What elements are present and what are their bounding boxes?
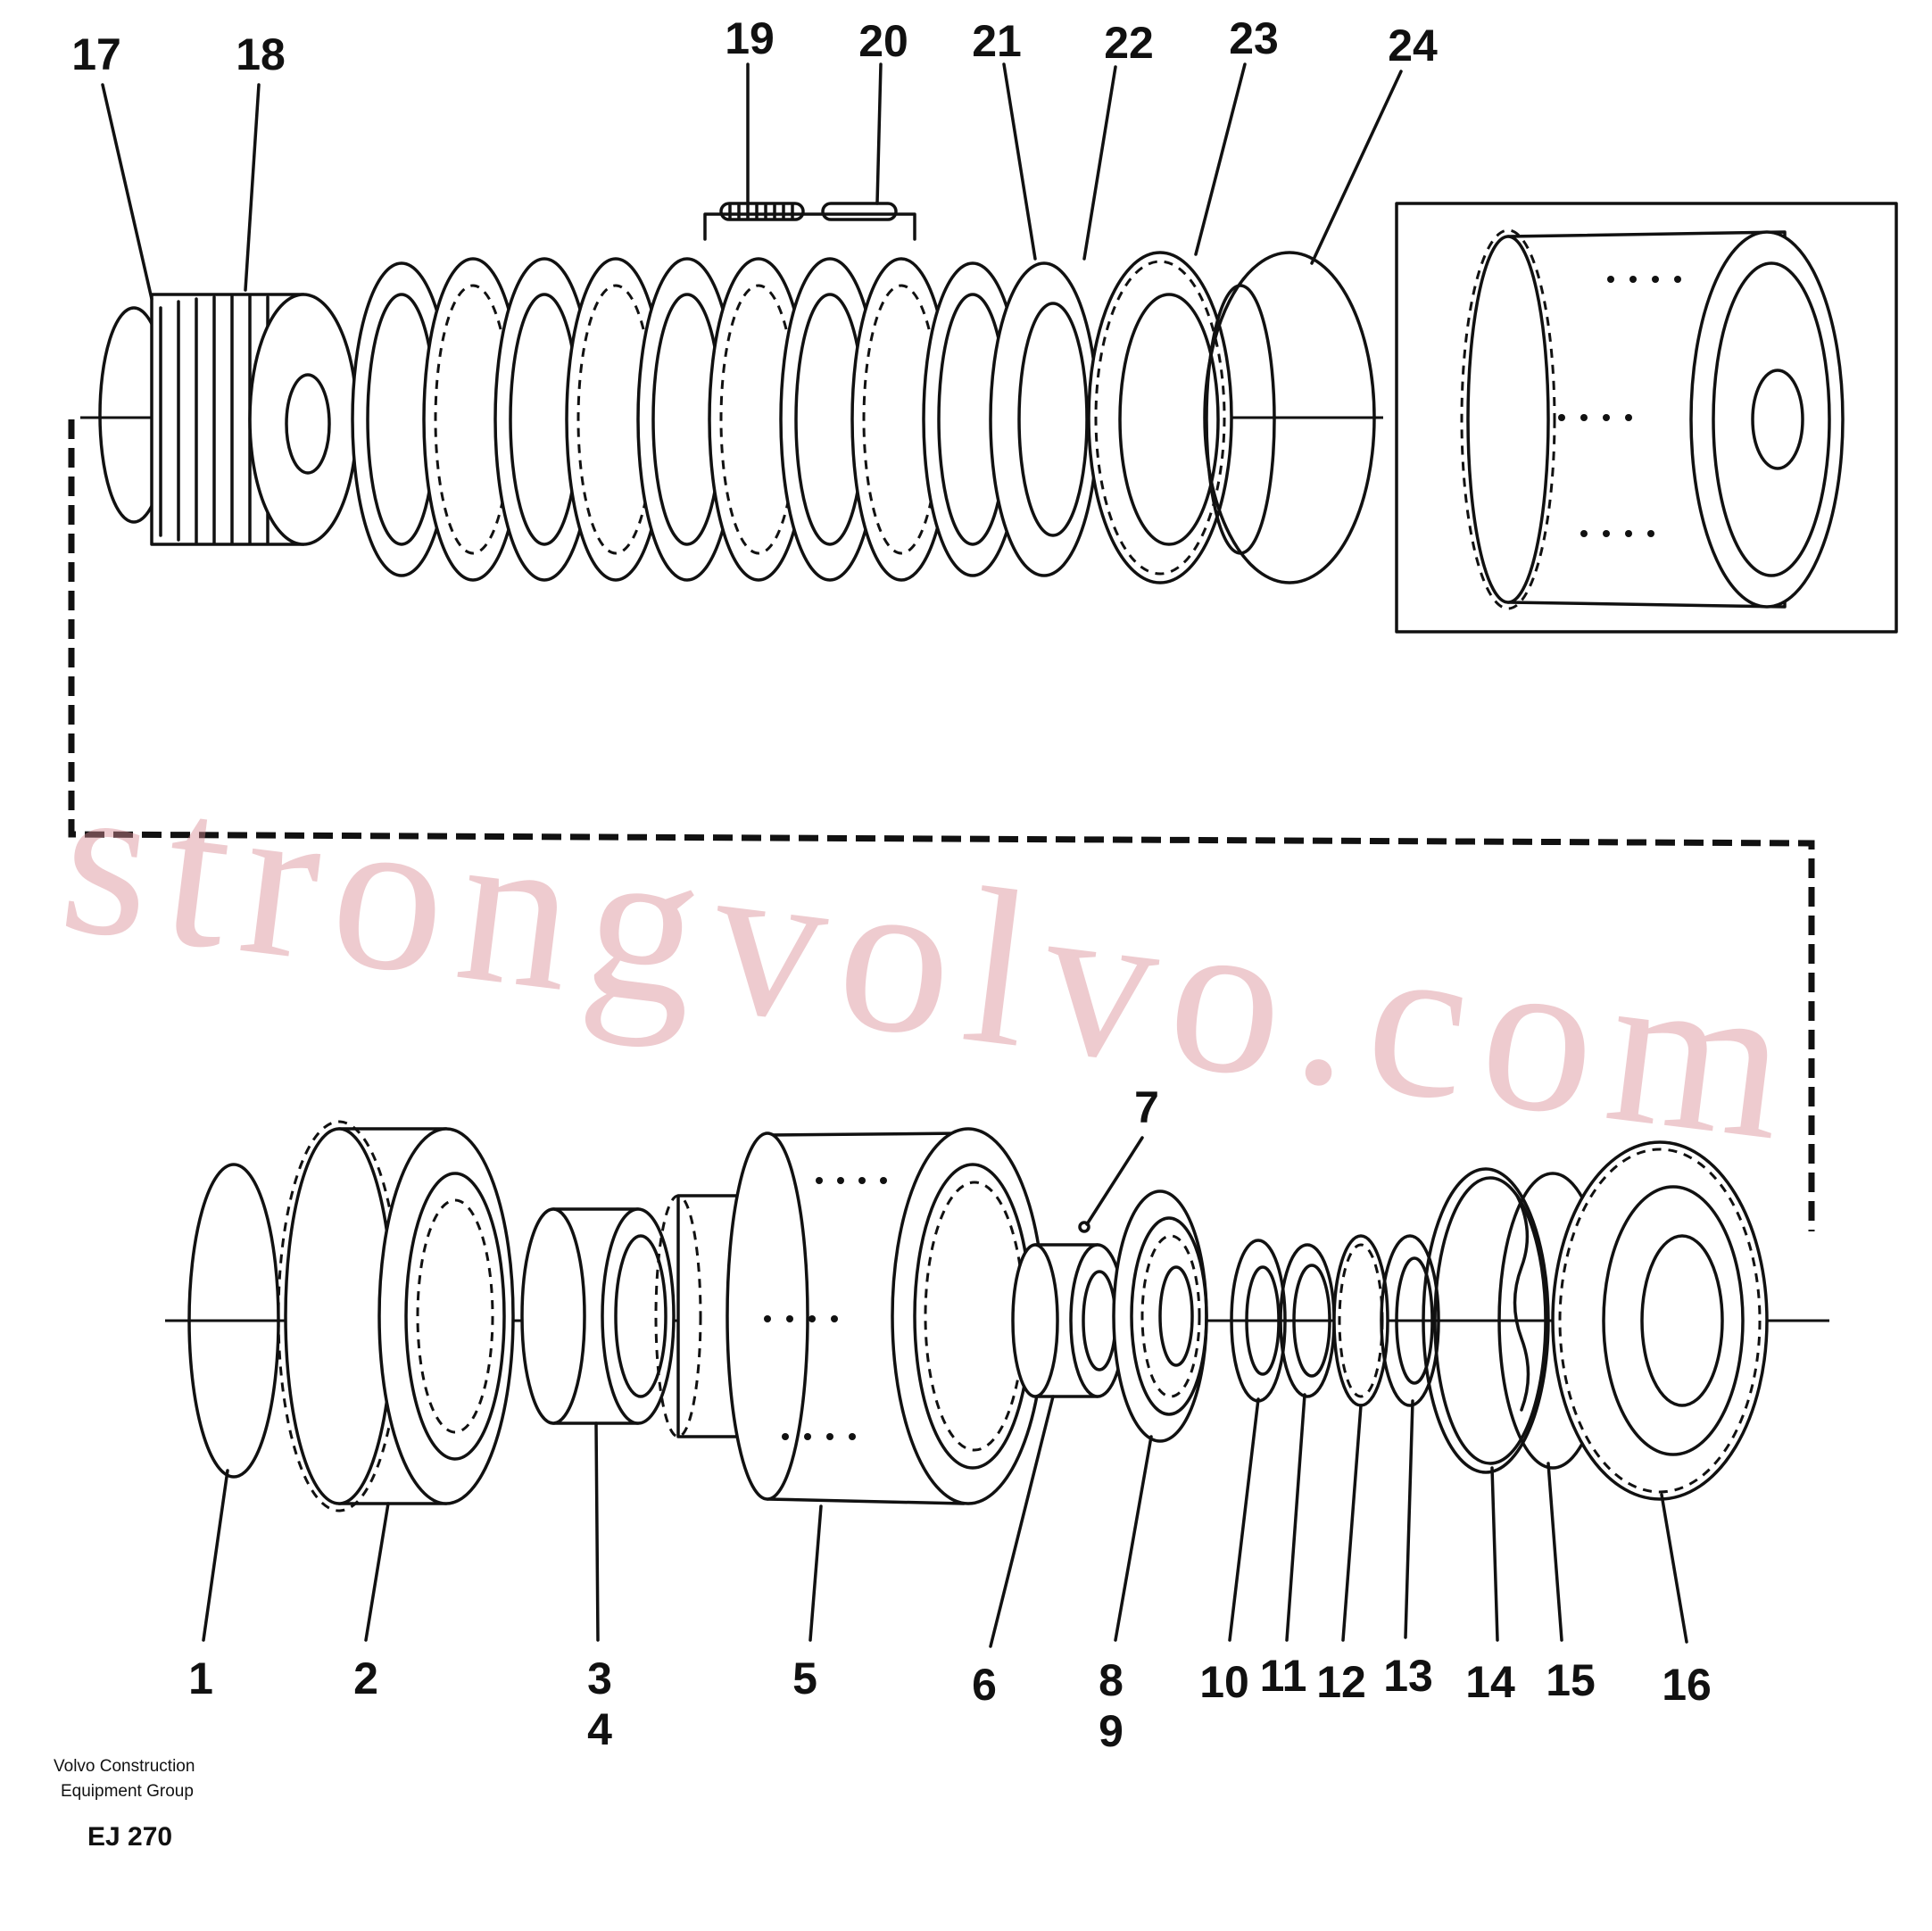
callout-5: 5 <box>792 1653 817 1703</box>
snap-ring-24 <box>1203 251 1376 584</box>
footer: Volvo Construction Equipment Group EJ 27… <box>54 1757 195 1852</box>
clutch-drum-5 <box>654 1127 1046 1505</box>
callout-24: 24 <box>1388 21 1438 70</box>
callout-11: 11 <box>1260 1651 1307 1701</box>
callout-16: 16 <box>1662 1660 1712 1710</box>
callout-6: 6 <box>972 1660 997 1710</box>
piston-16 <box>1551 1140 1769 1501</box>
seal-ring-14 <box>1422 1167 1550 1474</box>
ball-7 <box>1078 1221 1090 1233</box>
spring-12 <box>1332 1234 1389 1407</box>
callout-10: 10 <box>1199 1657 1249 1707</box>
pin-20 <box>821 202 898 221</box>
callout-19: 19 <box>725 13 775 63</box>
company-line-2: Equipment Group <box>61 1782 194 1801</box>
callout-12: 12 <box>1316 1657 1366 1707</box>
leader-lines <box>101 62 1688 1648</box>
upper-assembly <box>80 202 1383 584</box>
callout-22: 22 <box>1104 18 1154 68</box>
sleeve-6 <box>1011 1243 1126 1398</box>
callout-17: 17 <box>71 29 121 79</box>
bearing-8-9 <box>1112 1189 1208 1443</box>
bushing-3-4 <box>520 1207 676 1425</box>
spring-19 <box>719 202 805 221</box>
bracket-19-20 <box>703 212 916 241</box>
callout-14: 14 <box>1465 1657 1515 1707</box>
lower-assembly <box>165 1120 1829 1512</box>
callout-15: 15 <box>1546 1655 1596 1705</box>
toothed-ring-23 <box>1087 251 1233 584</box>
clutch-disc-pack <box>351 257 1099 582</box>
assembly-connection-path <box>68 419 1815 1231</box>
callout-4: 4 <box>587 1704 612 1754</box>
company-line-1: Volvo Construction <box>54 1757 195 1776</box>
callout-labels: 1 2 3 4 5 6 7 8 9 10 11 12 13 14 15 16 1… <box>71 13 1712 1756</box>
callout-13: 13 <box>1383 1651 1433 1701</box>
callout-3: 3 <box>587 1653 612 1703</box>
assembled-clutch-inset <box>1395 202 1898 634</box>
callout-21: 21 <box>972 16 1022 66</box>
inset-frame <box>1395 202 1898 634</box>
callout-23: 23 <box>1229 13 1279 63</box>
callout-20: 20 <box>858 16 908 66</box>
callout-8: 8 <box>1099 1655 1124 1705</box>
callout-18: 18 <box>236 29 286 79</box>
callout-7: 7 <box>1134 1082 1159 1132</box>
drawing-code: EJ 270 <box>87 1822 172 1852</box>
callout-2: 2 <box>353 1653 378 1703</box>
hub-18 <box>150 293 359 546</box>
callout-9: 9 <box>1099 1706 1124 1756</box>
callout-1: 1 <box>188 1653 213 1703</box>
ring-13 <box>1380 1234 1440 1407</box>
watermark-text: strongvolvo.com <box>50 731 1814 1189</box>
gear-2 <box>277 1120 515 1512</box>
